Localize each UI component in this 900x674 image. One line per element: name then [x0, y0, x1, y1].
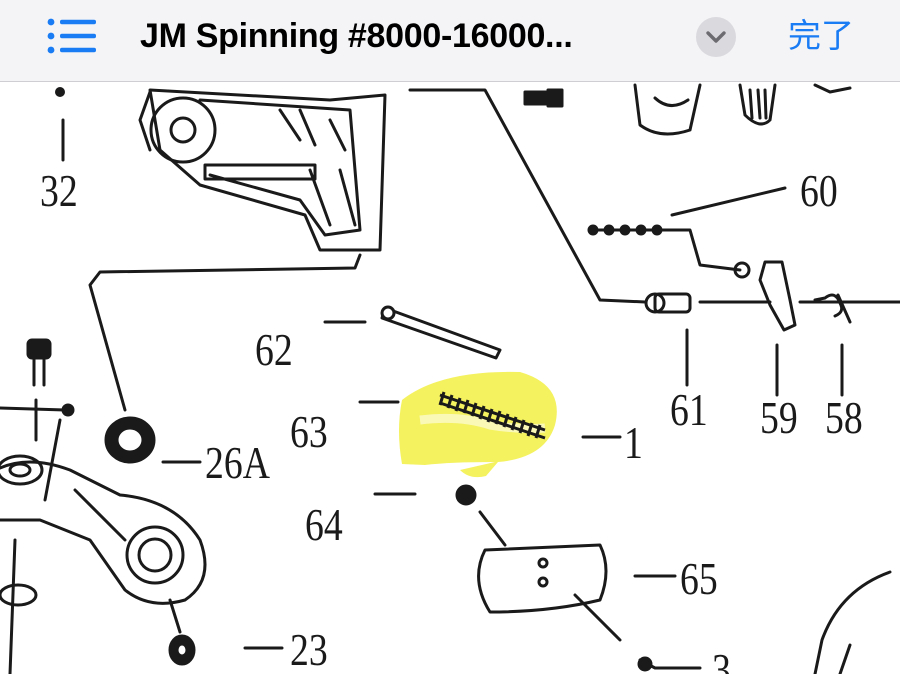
label-part-32: 32 [40, 165, 78, 216]
part-61-pin [644, 292, 692, 387]
label-part-26a: 26A [205, 437, 270, 488]
part-58-spring [798, 293, 900, 397]
label-part-65: 65 [680, 553, 718, 604]
label-part-23: 23 [290, 624, 328, 674]
label-part-62: 62 [255, 324, 293, 375]
part-62-rod [323, 305, 502, 360]
part-64-nut [373, 484, 507, 547]
label-part-3: 3 [712, 644, 731, 674]
part-60-spring [587, 186, 787, 279]
part-26a-washer [104, 416, 202, 464]
part-59-lever [698, 260, 797, 397]
exploded-view-drawing [0, 83, 900, 674]
label-part-59: 59 [760, 392, 798, 443]
parts-diagram: 32 60 62 63 1 61 59 58 26A 64 65 23 3 [0, 82, 900, 674]
spool [633, 83, 852, 136]
rotor-arm [0, 403, 284, 674]
part-1-spring [438, 391, 546, 440]
title-menu-button[interactable] [696, 17, 736, 57]
part-65-plate [477, 543, 677, 642]
label-part-1: 1 [624, 417, 643, 468]
label-part-58: 58 [825, 392, 863, 443]
label-part-60: 60 [800, 165, 838, 216]
chevron-down-icon [706, 31, 726, 43]
left-screw [26, 338, 52, 442]
reel-body-housing [138, 88, 387, 252]
navigation-bar: JM Spinning #8000-16000... 完了 [0, 0, 900, 82]
label-part-61: 61 [670, 384, 708, 435]
done-button[interactable]: 完了 [788, 17, 854, 54]
screw-top [523, 88, 564, 108]
label-part-64: 64 [305, 499, 343, 550]
document-title: JM Spinning #8000-16000... [140, 17, 573, 55]
list-button[interactable] [44, 14, 100, 58]
list-icon [47, 18, 96, 54]
label-part-63: 63 [290, 406, 328, 457]
